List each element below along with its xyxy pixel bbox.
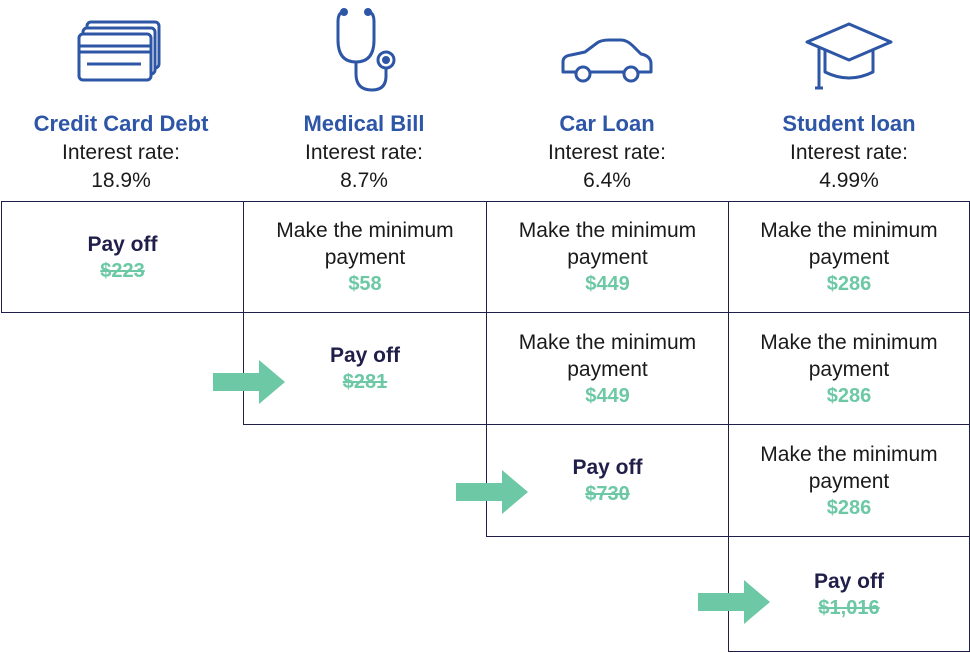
minimum-amount: $58	[348, 273, 382, 295]
right-arrow-icon	[213, 360, 285, 404]
interest-rate-value: 18.9%	[91, 169, 151, 192]
interest-rate-label: Interest rate:	[62, 141, 180, 164]
payoff-label: Pay off	[329, 344, 400, 367]
minimum-line: Make the minimum	[760, 442, 938, 466]
minimum-amount: $449	[585, 384, 630, 407]
interest-rate-value: 4.99%	[819, 169, 879, 192]
car-icon	[486, 0, 728, 100]
minimum-line: Make the minimum	[276, 219, 454, 242]
minimum-payment-cell: Make the minimum payment $286	[728, 201, 970, 313]
column-title: Student loan	[782, 111, 916, 136]
minimum-line: Make the minimum	[760, 330, 938, 354]
graduation-cap-icon	[728, 0, 970, 100]
stethoscope-icon	[243, 0, 485, 100]
payoff-amount: $730	[585, 483, 630, 505]
minimum-line: payment	[567, 246, 648, 269]
right-arrow-icon	[698, 580, 770, 624]
minimum-amount: $286	[826, 273, 872, 295]
minimum-payment-cell: Make the minimum payment $286	[728, 424, 970, 537]
right-arrow-icon	[456, 470, 528, 514]
interest-rate-value: 6.4%	[583, 169, 631, 192]
column-title: Medical Bill	[303, 111, 425, 136]
interest-rate-label: Interest rate:	[790, 141, 908, 164]
minimum-amount: $286	[826, 496, 872, 519]
interest-rate-label: Interest rate:	[548, 141, 666, 164]
column-title: Car Loan	[559, 111, 655, 136]
interest-rate-label: Interest rate:	[305, 141, 423, 164]
payoff-label: Pay off	[813, 569, 884, 593]
minimum-line: Make the minimum	[518, 330, 697, 354]
payoff-amount: $281	[342, 371, 388, 393]
minimum-payment-cell: Make the minimum payment $449	[486, 201, 729, 313]
column-title: Credit Card Debt	[33, 111, 209, 136]
minimum-payment-cell: Make the minimum payment $58	[243, 201, 487, 313]
minimum-line: payment	[808, 357, 890, 381]
minimum-line: Make the minimum	[760, 219, 938, 242]
minimum-line: payment	[808, 469, 890, 493]
minimum-amount: $449	[585, 273, 630, 295]
payoff-cell: Pay off $223	[1, 201, 244, 313]
credit-card-icon	[0, 0, 242, 100]
minimum-line: payment	[808, 246, 890, 269]
payoff-amount: $1,016	[818, 596, 880, 619]
minimum-line: payment	[324, 246, 406, 269]
minimum-line: payment	[567, 357, 648, 381]
payoff-cell: Pay off $281	[243, 312, 487, 425]
payoff-cell: Pay off $1,016	[728, 536, 970, 652]
payoff-label: Pay off	[87, 232, 158, 256]
minimum-amount: $286	[826, 384, 872, 407]
minimum-line: Make the minimum	[518, 219, 697, 242]
minimum-payment-cell: Make the minimum payment $286	[728, 312, 970, 425]
minimum-payment-cell: Make the minimum payment $449	[486, 312, 729, 425]
interest-rate-value: 8.7%	[340, 169, 388, 192]
payoff-amount: $223	[100, 259, 145, 282]
payoff-label: Pay off	[572, 456, 643, 479]
